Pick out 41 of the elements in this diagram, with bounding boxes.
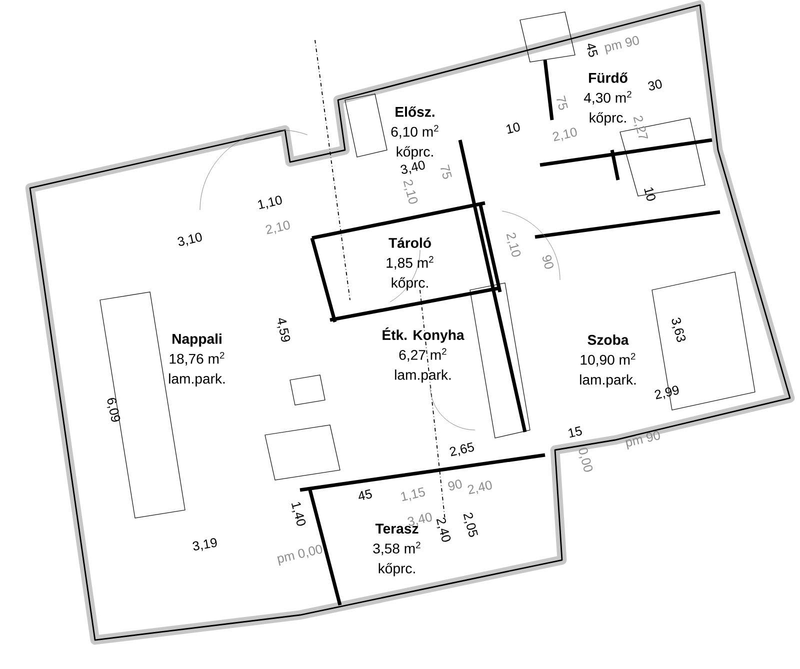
- dimension-label: 2,65: [450, 442, 474, 456]
- dimension-label: 90: [448, 480, 462, 490]
- room-label: Elősz. 6,10 m$^{2}$ kőprc.: [391, 106, 438, 160]
- dimension-label: 1,40: [291, 502, 306, 526]
- dimension-label: 2,40: [436, 518, 451, 542]
- dimension-label: 30: [648, 80, 662, 90]
- dimension-label: 1,10: [258, 196, 282, 210]
- room-label: Szoba 10,90 m$^{2}$ lam.park.: [580, 334, 636, 388]
- dimension-label: 10: [506, 122, 520, 134]
- room-label: Terasz 3,58 m$^{2}$ kőprc.: [373, 524, 420, 576]
- room-label: Nappali 18,76 m$^{2}$ lam.park.: [169, 334, 225, 386]
- dimension-label: 3,40: [408, 512, 432, 526]
- dimension-label: 2,40: [468, 480, 492, 494]
- dimension-label: 3,40: [400, 160, 425, 174]
- dimension-label: 10: [644, 188, 656, 201]
- dimension-label: 3,10: [178, 232, 202, 246]
- dimension-label: 15: [568, 426, 582, 438]
- dimension-label: 3,19: [192, 538, 217, 551]
- dimension-label: 2,05: [463, 512, 478, 537]
- dimension-label: 2,10: [506, 232, 521, 257]
- dimension-label: pm 0,00: [277, 544, 322, 566]
- dimension-label: 1,15: [401, 487, 425, 502]
- room-label: Fürdő 4,30 m$^{2}$ kőprc.: [584, 72, 632, 126]
- dimension-label: 0,00: [578, 448, 593, 472]
- dimension-label: 2,27: [633, 116, 648, 138]
- dimension-label: pm 90: [604, 36, 639, 54]
- dimension-label: 45: [587, 44, 598, 57]
- dimension-label: 2,99: [654, 386, 679, 400]
- dimension-label: 45: [358, 489, 372, 500]
- dimension-label: 2,10: [403, 180, 418, 204]
- dimension-label: pm 90: [626, 431, 660, 450]
- room-label: Tároló 1,85 m$^{2}$ kőprc.: [386, 237, 434, 291]
- dimension-label: 75: [556, 96, 568, 110]
- dimension-label: 4,59: [276, 318, 290, 342]
- dimension-label: 6,09: [106, 398, 120, 422]
- dimension-label: 2,10: [266, 220, 290, 234]
- room-label: Étk. Konyha 6,27 m$^{2}$ lam.park.: [382, 327, 464, 383]
- dimension-label: 75: [440, 164, 452, 179]
- dimension-label: 2,10: [552, 128, 577, 142]
- dimension-label: 3,63: [672, 318, 686, 342]
- dimension-label: 90: [542, 255, 554, 269]
